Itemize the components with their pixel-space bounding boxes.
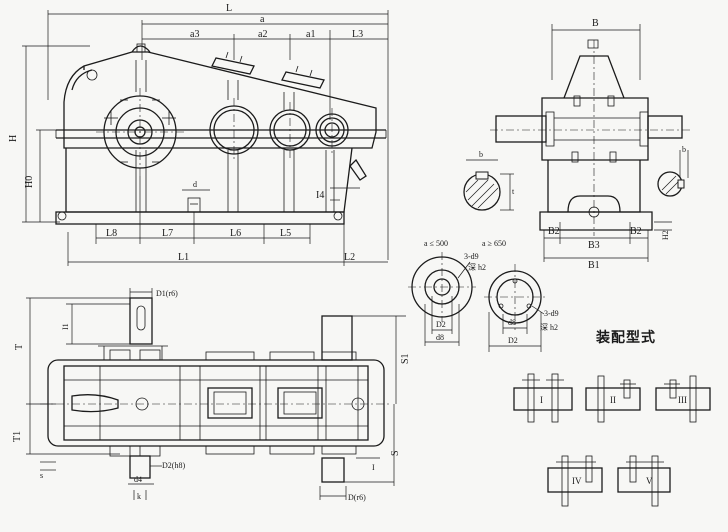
assembly-form-IV: IV [547, 455, 603, 507]
dim-L6: L6 [230, 228, 241, 239]
assembly-form-label-IV: IV [572, 476, 582, 486]
label-3-d9-left: 3-d9 [464, 252, 479, 261]
dim-L: L [226, 3, 232, 14]
dim-D1: D1(r6) [156, 289, 178, 298]
dim-L2: L2 [344, 252, 355, 263]
assembly-form-label-V: V [646, 476, 653, 486]
label-a-ge-650: a ≥ 650 [482, 239, 506, 248]
label-a-le-500: a ≤ 500 [424, 239, 448, 248]
dim-T: T [14, 344, 25, 350]
label-depth-h2-left: 深 h2 [468, 263, 486, 272]
dim-b-left: b [479, 150, 483, 159]
side-elevation-view: B B2 B3 B2 B1 H2 [490, 18, 690, 271]
dim-b-right: b [682, 145, 686, 154]
label-depth-h2-right: 深 h2 [540, 323, 558, 332]
assembly-form-label-I: I [540, 395, 543, 405]
dim-a2: a2 [258, 29, 267, 40]
dim-D-r6: D(r6) [348, 493, 366, 502]
assembly-forms-title: 装配型式 [595, 329, 656, 346]
shaft-key-section-left: b t [463, 150, 515, 211]
dim-a3: a3 [190, 29, 199, 40]
dim-d: d [193, 180, 197, 189]
shaft-end-detail-large: a ≥ 650 3-d9 深 h2 d8 D2 [482, 239, 559, 352]
dim-I-small: I [372, 463, 375, 472]
plan-view: D1(r6) I1 T T1 [12, 288, 411, 502]
dim-B2-right: B2 [630, 226, 642, 237]
dim-B2-left: B2 [548, 226, 560, 237]
assembly-form-label-II: II [610, 395, 616, 405]
dim-L7: L7 [162, 228, 173, 239]
dim-I4: I4 [316, 190, 324, 201]
dim-S: S [390, 450, 401, 456]
dim-B3: B3 [588, 240, 600, 251]
assembly-forms: 装配型式 I II III [513, 329, 711, 507]
dim-L5: L5 [280, 228, 291, 239]
dim-a1: a1 [306, 29, 315, 40]
assembly-form-V: V [617, 455, 671, 507]
dim-d8-large: d8 [508, 318, 516, 327]
assembly-form-I: I [513, 373, 573, 423]
dim-T1: T1 [12, 431, 23, 442]
dim-D2-large: D2 [508, 336, 518, 345]
assembly-form-label-III: III [678, 395, 687, 405]
shaft-end-detail-small: a ≤ 500 3-d9 深 h2 D2 d8 [408, 239, 486, 346]
dim-a: a [260, 14, 265, 25]
assembly-form-II: II [585, 375, 641, 423]
dim-H: H [8, 135, 19, 142]
dim-L1: L1 [178, 252, 189, 263]
label-3-d9-right: 3-d9 [544, 309, 559, 318]
dim-H0: H0 [24, 176, 35, 188]
dim-t-left: t [512, 187, 515, 196]
dim-B1: B1 [588, 260, 600, 271]
dim-k: k [137, 492, 141, 501]
dim-d4: d4 [134, 475, 142, 484]
assembly-form-III: III [655, 375, 711, 423]
dim-L8: L8 [106, 228, 117, 239]
dim-L3: L3 [352, 29, 363, 40]
dim-s-small: s [40, 471, 43, 480]
dim-D2-small: D2 [436, 320, 446, 329]
dim-S1: S1 [400, 353, 411, 364]
front-elevation-view: L a a3 a2 a1 L3 H H0 [8, 3, 389, 266]
dim-I1: I1 [61, 323, 70, 330]
shaft-key-section-right: b [657, 145, 689, 197]
dim-D2-h8: D2(h8) [162, 461, 185, 470]
dim-B: B [592, 18, 599, 29]
dim-d8-small: d8 [436, 333, 444, 342]
dim-H2: H2 [661, 230, 670, 240]
